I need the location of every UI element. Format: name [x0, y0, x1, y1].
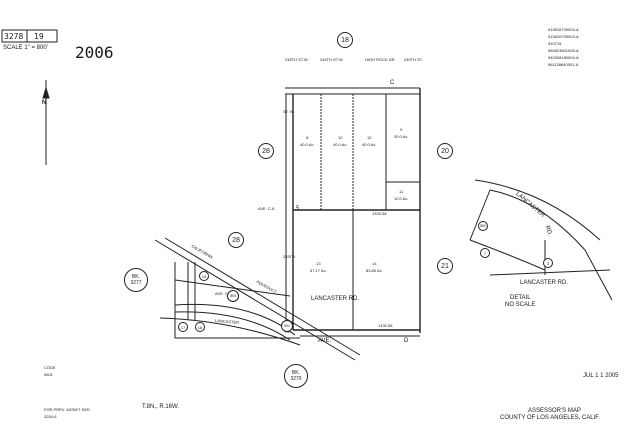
- detail-road-outer: [474, 179, 601, 241]
- north-arrow-head: [42, 86, 50, 99]
- revision-code: 961128840001-A: [548, 62, 579, 67]
- detail-east-line: [584, 249, 613, 301]
- lancaster-rd-label: LANCASTER RD.: [311, 296, 360, 302]
- ave-c15-line: [174, 279, 291, 297]
- street-240th-label: 240TH ST.: [404, 57, 423, 62]
- detail-lancaster-line: [489, 269, 611, 276]
- street-st-w-label: ST. W.: [283, 109, 295, 114]
- street-245th-mid-label: 245TH: [283, 254, 296, 259]
- ave-d-letter: D: [404, 338, 409, 344]
- adjacent-book-3277[interactable]: BK. 3277: [124, 268, 148, 292]
- parcel-10[interactable]: 10 40.0 Ac.: [333, 135, 348, 147]
- detail-parcel-7[interactable]: 7: [480, 248, 490, 258]
- assessor-title: ASSESSOR'S MAP: [528, 408, 581, 414]
- county-label: COUNTY OF LOS ANGELES, CALIF.: [500, 415, 600, 421]
- small-parcel-17[interactable]: 17: [178, 322, 188, 332]
- adjacent-book-3279[interactable]: BK. 3279: [284, 364, 308, 388]
- adjacent-page-21[interactable]: 21: [437, 258, 453, 274]
- lancaster-rd-line-2: [174, 311, 291, 341]
- small-parcel-16[interactable]: 16: [195, 322, 205, 332]
- adjacent-page-28-upper[interactable]: 28: [258, 143, 274, 159]
- revision-code: 910816709003-A: [548, 34, 579, 39]
- revision-codes: 910816709003-A 910816709003-A 910715 960…: [548, 28, 579, 67]
- small-parcel-800[interactable]: 800: [227, 290, 239, 302]
- street-245th-label: 245TH ST.W.: [285, 57, 309, 62]
- page-number: 19: [34, 32, 44, 41]
- ave-c8-number: 5: [296, 206, 300, 212]
- detail-parcel-800[interactable]: 800: [478, 221, 488, 231]
- parcel-9[interactable]: 9 30.0 Ac.: [394, 127, 409, 139]
- revision-code: 910715: [548, 41, 562, 46]
- parcel-11[interactable]: 11 10.0 Ac.: [394, 189, 409, 201]
- adjacent-page-20[interactable]: 20: [437, 143, 453, 159]
- street-244th-label: 244TH ST.W.: [320, 57, 344, 62]
- small-parcel-15[interactable]: 15: [199, 271, 209, 281]
- detail-parcel-3[interactable]: 3: [543, 258, 553, 268]
- small-parcel-901[interactable]: 901: [281, 320, 293, 332]
- prev-assmt-ref: 3254-6: [44, 414, 57, 419]
- adjacent-page-28-lower[interactable]: 28: [228, 232, 244, 248]
- prev-assmt-label: FOR PREV. ASSM'T SEE:: [44, 407, 91, 412]
- dimension-label: 1333.58: [372, 211, 387, 216]
- revision-code: 940328180004-A: [548, 55, 579, 60]
- revision-code: 910816709003-A: [548, 27, 579, 32]
- parcel-14[interactable]: 14 83.85 Ac.: [366, 261, 383, 273]
- code-value: 9601: [44, 372, 53, 377]
- high-rock-label: HIGH ROCK DR.: [365, 57, 396, 62]
- adjacent-page-18[interactable]: 18: [337, 32, 353, 48]
- parcel-12[interactable]: 12 40.0 Ac.: [362, 135, 377, 147]
- ave-d-label: AVE.: [318, 338, 332, 344]
- dimension-label: 1430.58: [378, 323, 393, 328]
- ave-c8-label: AVE. C-8: [258, 206, 275, 211]
- aqueduct-line-1: [154, 239, 356, 361]
- aqueduct-line-2: [164, 237, 361, 356]
- parcel-8[interactable]: 8 40.0 Ac.: [300, 135, 315, 147]
- lancaster-rd-line-3: [159, 317, 301, 346]
- detail-arc: [469, 239, 546, 271]
- revision-code: 960823601005-A: [548, 48, 579, 53]
- scale-label: SCALE 1" = 800': [3, 45, 48, 51]
- ave-c15-label: AVE. C-15: [215, 291, 234, 296]
- detail-title: DETAIL: [510, 295, 531, 301]
- date-stamp: JUL 1 1 2005: [583, 373, 619, 379]
- parcel-13[interactable]: 13 67.17 Ac.: [310, 261, 327, 273]
- west-lots-boundary: [174, 262, 300, 339]
- year-label: 2006: [75, 43, 114, 62]
- page-box: [26, 29, 58, 43]
- detail-lancaster-label: LANCASTER RD.: [520, 280, 569, 286]
- ave-c-label: C: [390, 80, 395, 86]
- book-number: 3278: [4, 32, 24, 41]
- detail-subtitle: NO SCALE: [505, 302, 536, 308]
- detail-lot-line: [469, 189, 491, 241]
- township-label: T.8N., R.16W.: [142, 404, 180, 410]
- code-label: CODE: [44, 365, 56, 370]
- north-label: N: [42, 100, 47, 106]
- detail-road-inner: [489, 189, 586, 251]
